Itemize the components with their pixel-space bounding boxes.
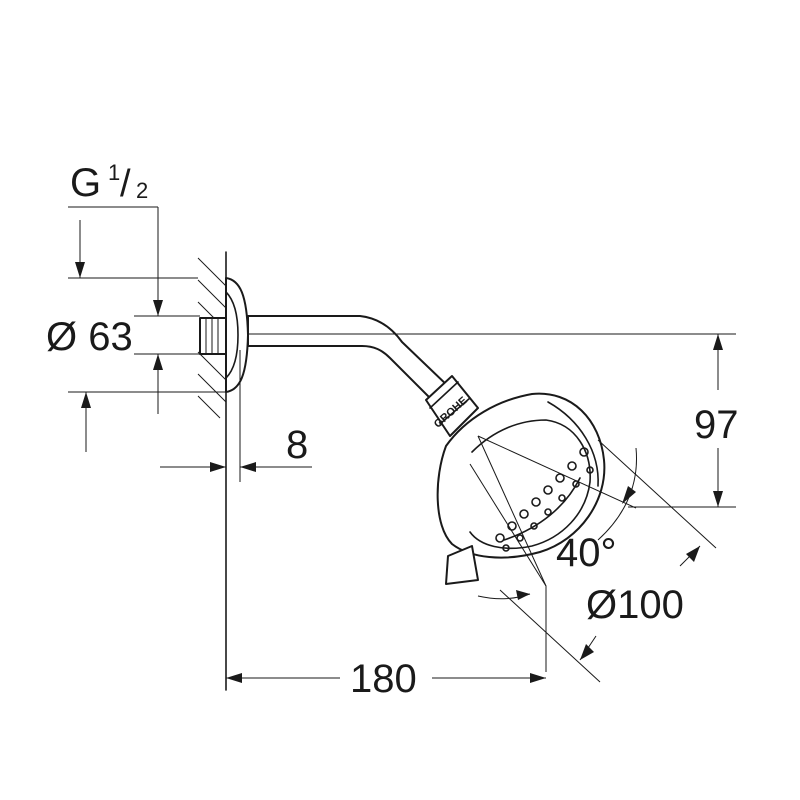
wall-offset-label: 8 bbox=[286, 423, 308, 467]
flange-inner-contour bbox=[225, 291, 239, 379]
projection-label: 180 bbox=[350, 657, 417, 701]
dim-wall-offset bbox=[160, 350, 312, 482]
wall-hatching bbox=[197, 257, 227, 419]
dim-projection bbox=[226, 673, 546, 683]
spray-angle-label: 40° bbox=[556, 531, 617, 575]
nozzle-array bbox=[495, 447, 594, 552]
spray-lever bbox=[445, 545, 479, 585]
shower-head bbox=[436, 392, 606, 585]
dim-thread bbox=[68, 206, 198, 316]
dim-height-drop bbox=[248, 333, 736, 508]
dim-flange-diameter bbox=[68, 315, 226, 452]
flange-diameter-label: Ø 63 bbox=[46, 315, 133, 359]
threaded-connector bbox=[199, 317, 227, 355]
head-diameter-label: Ø100 bbox=[586, 583, 684, 627]
thread-fraction-den: 2 bbox=[136, 178, 148, 203]
ball-joint bbox=[425, 375, 479, 437]
thread-fraction-num: 1 bbox=[108, 160, 120, 185]
dim-head-diameter bbox=[499, 439, 717, 683]
height-drop-label: 97 bbox=[694, 403, 739, 447]
spray-cone bbox=[469, 435, 638, 672]
thread-label: G bbox=[70, 161, 101, 205]
shower-arm bbox=[247, 315, 451, 405]
svg-text:/: / bbox=[120, 163, 131, 205]
